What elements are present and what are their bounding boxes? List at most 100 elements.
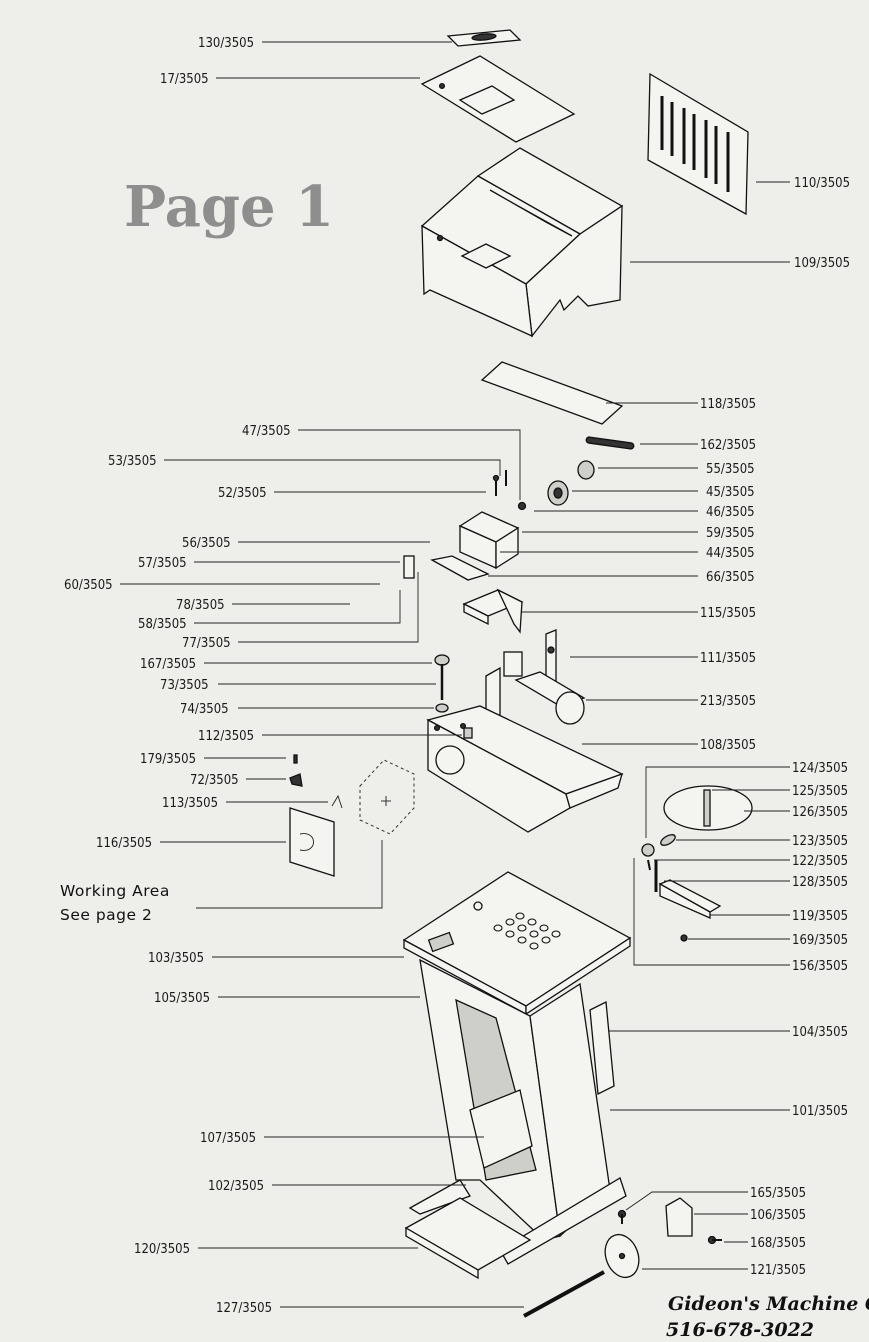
- label-102: 102/3505: [208, 1179, 264, 1194]
- label-126: 126/3505: [792, 805, 848, 820]
- label-113: 113/3505: [162, 796, 218, 811]
- label-103: 103/3505: [148, 951, 204, 966]
- label-165: 165/3505: [750, 1186, 806, 1201]
- label-130: 130/3505: [198, 36, 254, 51]
- part-108-chassis: [426, 705, 624, 833]
- part-179-pin: [293, 754, 298, 764]
- label-118: 118/3505: [700, 397, 756, 412]
- company-phone: 516-678-3022: [666, 1319, 814, 1341]
- label-107: 107/3505: [200, 1131, 256, 1146]
- label-127: 127/3505: [216, 1301, 272, 1316]
- part-small-bolts: [492, 470, 527, 511]
- label-46: 46/3505: [706, 505, 755, 520]
- label-112: 112/3505: [198, 729, 254, 744]
- leader-lines: [120, 41, 790, 1308]
- part-57-bracket: [403, 555, 415, 579]
- part-126-disc: [663, 785, 753, 831]
- working-area-line-2: See page 2: [60, 906, 152, 924]
- label-56: 56/3505: [182, 536, 231, 551]
- company-name: Gideon's Machine Corp.: [668, 1293, 869, 1315]
- part-123-roller: [641, 834, 676, 857]
- label-106: 106/3505: [750, 1208, 806, 1223]
- part-103-table-top: [402, 871, 632, 1016]
- part-109-top-housing: [420, 147, 624, 338]
- label-128: 128/3505: [792, 875, 848, 890]
- label-179: 179/3505: [140, 752, 196, 767]
- label-58: 58/3505: [138, 617, 187, 632]
- label-60: 60/3505: [64, 578, 113, 593]
- part-44-box: [458, 511, 520, 570]
- label-44: 44/3505: [706, 546, 755, 561]
- label-119: 119/3505: [792, 909, 848, 924]
- part-118-plate: [480, 361, 624, 425]
- part-130-plate: [446, 29, 522, 47]
- label-104: 104/3505: [792, 1025, 848, 1040]
- part-102-base: [408, 1177, 627, 1265]
- label-74: 74/3505: [180, 702, 229, 717]
- label-169: 169/3505: [792, 933, 848, 948]
- label-78: 78/3505: [176, 598, 225, 613]
- label-125: 125/3505: [792, 784, 848, 799]
- part-101-base-cabinet: [419, 958, 611, 1241]
- part-119-bracket: [658, 879, 722, 919]
- label-59: 59/3505: [706, 526, 755, 541]
- label-108: 108/3505: [700, 738, 756, 753]
- label-124: 124/3505: [792, 761, 848, 776]
- label-111: 111/3505: [700, 651, 756, 666]
- label-66: 66/3505: [706, 570, 755, 585]
- part-72-clip: [289, 773, 303, 787]
- label-109: 109/3505: [794, 256, 850, 271]
- label-45: 45/3505: [706, 485, 755, 500]
- label-17: 17/3505: [160, 72, 209, 87]
- part-17-cover-sheet: [420, 55, 576, 143]
- label-115: 115/3505: [700, 606, 756, 621]
- label-167: 167/3505: [140, 657, 196, 672]
- part-169-screw: [680, 934, 688, 942]
- company-signature: Gideon's Machine Corp. 516-678-3022: [666, 1293, 869, 1341]
- label-77: 77/3505: [182, 636, 231, 651]
- part-110-vent-grille: [647, 72, 749, 216]
- label-72: 72/3505: [190, 773, 239, 788]
- page-title: Page 1: [124, 174, 334, 240]
- part-162-belt: [585, 436, 635, 450]
- label-53: 53/3505: [108, 454, 157, 469]
- part-165-screw: [617, 1209, 627, 1224]
- part-127-rod: [523, 1270, 605, 1318]
- working-area-note: Working Area See page 2: [60, 882, 170, 924]
- part-labels: 130/3505 17/3505 110/3505 109/3505 118/3…: [64, 36, 850, 1316]
- part-45-pulley: [547, 480, 569, 506]
- part-66-plate: [430, 555, 490, 581]
- part-74-washer: [435, 703, 449, 713]
- label-101: 101/3505: [792, 1104, 848, 1119]
- label-120: 120/3505: [134, 1242, 190, 1257]
- label-122: 122/3505: [792, 854, 848, 869]
- part-104-side-panel: [589, 1000, 615, 1096]
- part-113-tab: [331, 794, 343, 809]
- part-116-bracket: [289, 807, 335, 877]
- label-156: 156/3505: [792, 959, 848, 974]
- part-106-bracket: [665, 1197, 693, 1237]
- part-55-pulley: [577, 460, 595, 480]
- label-168: 168/3505: [750, 1236, 806, 1251]
- label-73: 73/3505: [160, 678, 209, 693]
- label-162: 162/3505: [700, 438, 756, 453]
- label-116: 116/3505: [96, 836, 152, 851]
- label-110: 110/3505: [794, 176, 850, 191]
- label-123: 123/3505: [792, 834, 848, 849]
- label-52: 52/3505: [218, 486, 267, 501]
- part-121-wheel: [604, 1233, 640, 1279]
- working-area-line-1: Working Area: [60, 882, 170, 900]
- label-57: 57/3505: [138, 556, 187, 571]
- part-120-pedal: [404, 1197, 532, 1280]
- label-213: 213/3505: [700, 694, 756, 709]
- label-47: 47/3505: [242, 424, 291, 439]
- working-area-dashed-cube: [359, 759, 415, 835]
- part-122-pin: [647, 859, 651, 871]
- label-55: 55/3505: [706, 462, 755, 477]
- part-167-knob: [434, 654, 450, 700]
- label-121: 121/3505: [750, 1263, 806, 1278]
- part-168-screw: [707, 1235, 722, 1245]
- label-105: 105/3505: [154, 991, 210, 1006]
- part-drawings: [289, 29, 753, 1318]
